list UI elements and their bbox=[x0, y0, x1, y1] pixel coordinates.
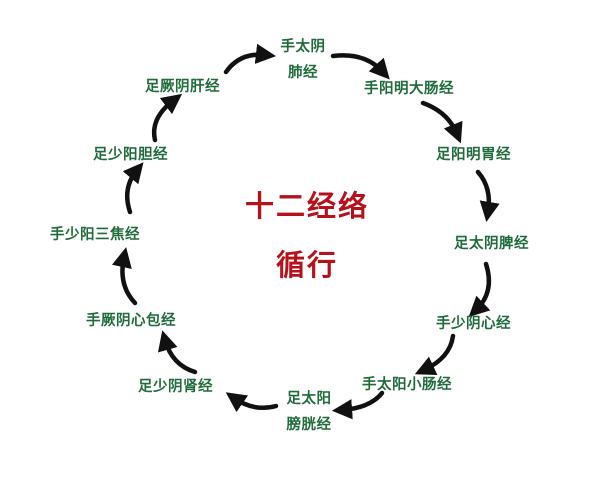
meridian-lung-line2: 肺经 bbox=[288, 65, 318, 81]
arrow-stomach-to-spleen bbox=[475, 169, 500, 222]
arrow-triple-burner-to-gallbladder bbox=[122, 162, 144, 215]
arrow-large-intestine-to-stomach bbox=[420, 100, 463, 144]
arrow-pericardium-to-triple-burner bbox=[111, 247, 138, 306]
arrow-kidney-to-pericardium bbox=[157, 330, 198, 375]
diagram-title: 十二经络 bbox=[244, 189, 369, 223]
meridian-kidney: 足少阴肾经 bbox=[138, 379, 213, 395]
meridian-lung: 手太阴 肺经 bbox=[270, 34, 336, 86]
meridian-bladder-line1: 足太阳 bbox=[286, 391, 332, 407]
meridian-gallbladder: 足少阳胆经 bbox=[93, 147, 168, 163]
arrow-small-intestine-to-bladder bbox=[331, 390, 385, 420]
arrow-spleen-to-heart bbox=[468, 261, 492, 317]
meridian-spleen: 足太阴脾经 bbox=[454, 236, 529, 252]
arrow-liver-to-lung bbox=[223, 43, 277, 75]
meridian-lung-line1: 手太阴 bbox=[280, 39, 326, 55]
arrow-gallbladder-to-liver bbox=[151, 93, 183, 143]
arrow-heart-to-small-intestine bbox=[414, 333, 456, 375]
meridian-triple-burner: 手少阳三焦经 bbox=[50, 227, 140, 243]
meridian-heart: 手少阴心经 bbox=[436, 316, 511, 332]
meridian-liver: 足厥阴肝经 bbox=[145, 79, 220, 95]
meridian-pericardium: 手厥阴心包经 bbox=[86, 313, 176, 329]
meridian-bladder: 足太阳 膀胱经 bbox=[276, 386, 342, 438]
arrow-bladder-to-kidney bbox=[225, 392, 279, 413]
meridian-small-intestine: 手太阳小肠经 bbox=[362, 377, 452, 393]
arrow-lung-to-large-intestine bbox=[330, 53, 390, 80]
meridian-stomach: 足阳明胃经 bbox=[436, 147, 511, 163]
meridian-bladder-line2: 膀胱经 bbox=[286, 417, 332, 433]
diagram-subtitle: 循行 bbox=[275, 248, 338, 282]
meridian-large-intestine: 手阳明大肠经 bbox=[364, 81, 454, 97]
